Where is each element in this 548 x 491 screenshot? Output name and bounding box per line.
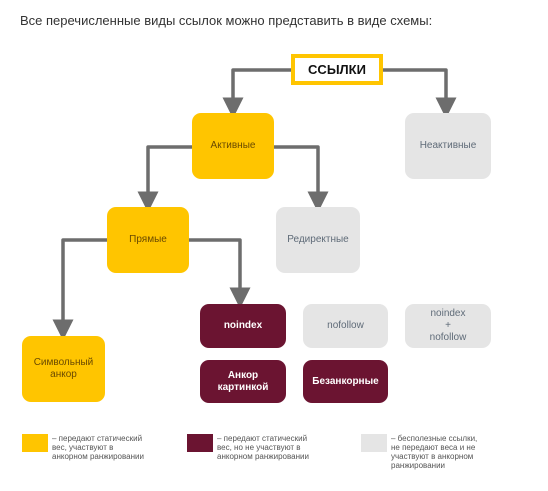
legend-swatch-yellow	[22, 434, 48, 452]
root-node-links: ССЫЛКИ	[291, 54, 383, 85]
arrow-active-to-redirect	[274, 145, 329, 213]
node-inactive: Неактивные	[405, 113, 491, 179]
node-noindex-nofollow: noindex + nofollow	[405, 304, 491, 348]
legend-text-maroon: – передают статический вес, но не участв…	[217, 434, 309, 461]
legend-text-yellow: – передают статический вес, участвуют в …	[52, 434, 144, 461]
arrow-root-to-active	[222, 68, 291, 119]
diagram-intro-text: Все перечисленные виды ссылок можно пред…	[20, 13, 433, 28]
node-nofollow: nofollow	[303, 304, 388, 348]
node-direct: Прямые	[107, 207, 189, 273]
legend-swatch-maroon	[187, 434, 213, 452]
node-noindex: noindex	[200, 304, 286, 348]
arrow-root-to-inactive	[383, 68, 457, 119]
arrow-direct-to-noindex	[189, 238, 251, 309]
node-anchorless: Безанкорные	[303, 360, 388, 403]
node-symbolic-anchor: Символьный анкор	[22, 336, 105, 402]
arrow-direct-to-symbolic	[52, 238, 107, 341]
node-active: Активные	[192, 113, 274, 179]
legend-swatch-grey	[361, 434, 387, 452]
node-image-anchor: Анкор картинкой	[200, 360, 286, 403]
legend-text-grey: – бесполезные ссылки, не передают веса и…	[391, 434, 478, 470]
arrow-active-to-direct	[137, 145, 192, 213]
node-redirect: Редиректные	[276, 207, 360, 273]
